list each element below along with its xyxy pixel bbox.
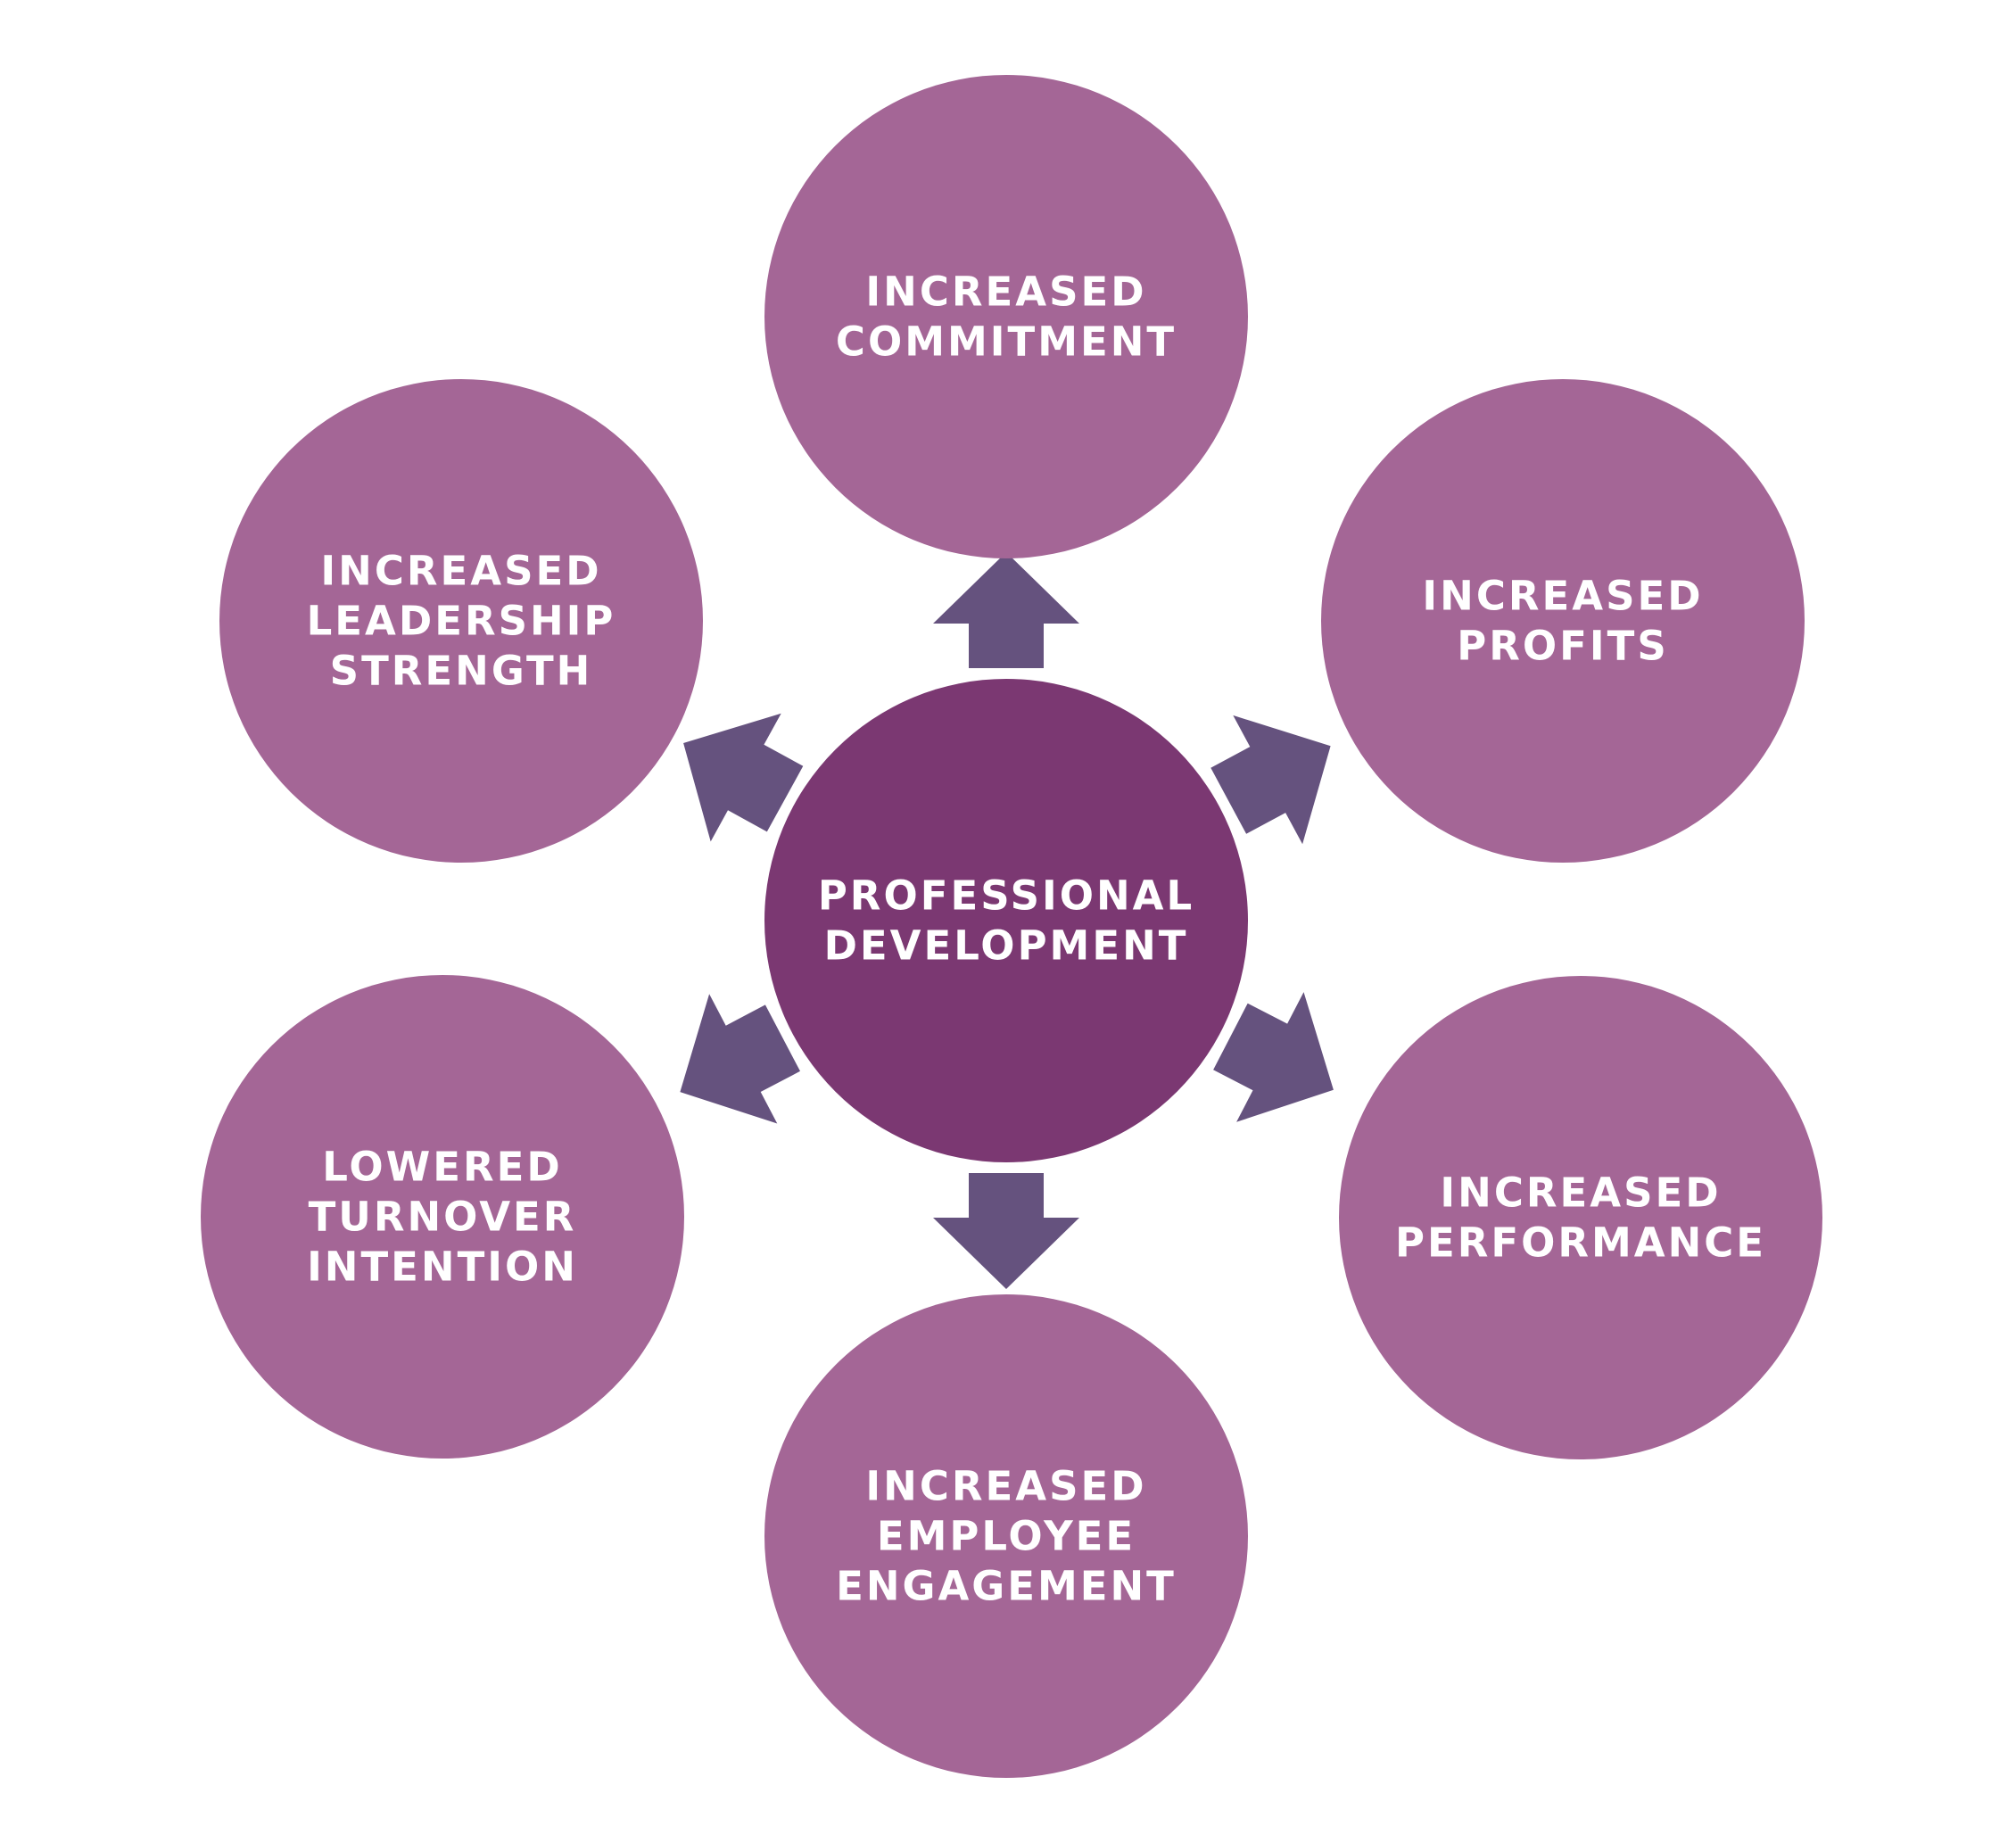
node-profits-label-line: PROFITS: [1457, 623, 1668, 670]
arrow-to-turnover-intention: [680, 994, 800, 1124]
node-leadership-strength-label-line: LEADERSHIP: [307, 598, 616, 645]
node-employee-engagement-label-line: INCREASED: [865, 1463, 1146, 1510]
node-employee-engagement-label-line: EMPLOYEE: [877, 1513, 1136, 1560]
arrow-to-leadership-strength: [683, 713, 804, 842]
node-commitment-label-line: INCREASED: [865, 269, 1146, 316]
arrow-to-profits: [1210, 715, 1331, 845]
node-performance-label-line: PERFORMANCE: [1395, 1219, 1766, 1267]
center-node-professional-development-circle: [764, 679, 1248, 1162]
node-turnover-intention-label-line: INTENTION: [307, 1244, 578, 1291]
node-leadership-strength-label-line: INCREASED: [320, 548, 601, 595]
node-leadership-strength-label-line: STRENGTH: [330, 648, 593, 695]
node-performance-circle: [1339, 976, 1822, 1459]
node-leadership-strength-circle: [219, 379, 703, 863]
arrow-to-performance: [1213, 992, 1334, 1122]
node-turnover-intention-circle: [201, 975, 684, 1459]
arrow-to-employee-engagement: [933, 1173, 1079, 1289]
node-turnover-intention-label-line: TURNOVER: [309, 1194, 577, 1241]
node-profits-circle: [1321, 379, 1805, 863]
node-profits-label-line: INCREASED: [1422, 573, 1703, 620]
arrows-layer: [680, 552, 1334, 1289]
center-node-professional-development-label-line: PROFESSIONAL: [818, 872, 1194, 920]
node-employee-engagement-circle: [764, 1294, 1248, 1778]
node-commitment-label-line: COMMITMENT: [836, 318, 1177, 366]
center-node-professional-development-label-line: DEVELOPMENT: [824, 922, 1189, 970]
arrow-to-commitment: [933, 552, 1079, 668]
nodes-layer: PROFESSIONALDEVELOPMENTINCREASEDCOMMITME…: [201, 75, 1822, 1778]
node-performance-label-line: INCREASED: [1440, 1169, 1721, 1217]
node-turnover-intention-label-line: LOWERED: [322, 1144, 562, 1191]
node-employee-engagement-label-line: ENGAGEMENT: [836, 1563, 1177, 1610]
node-commitment-circle: [764, 75, 1248, 558]
